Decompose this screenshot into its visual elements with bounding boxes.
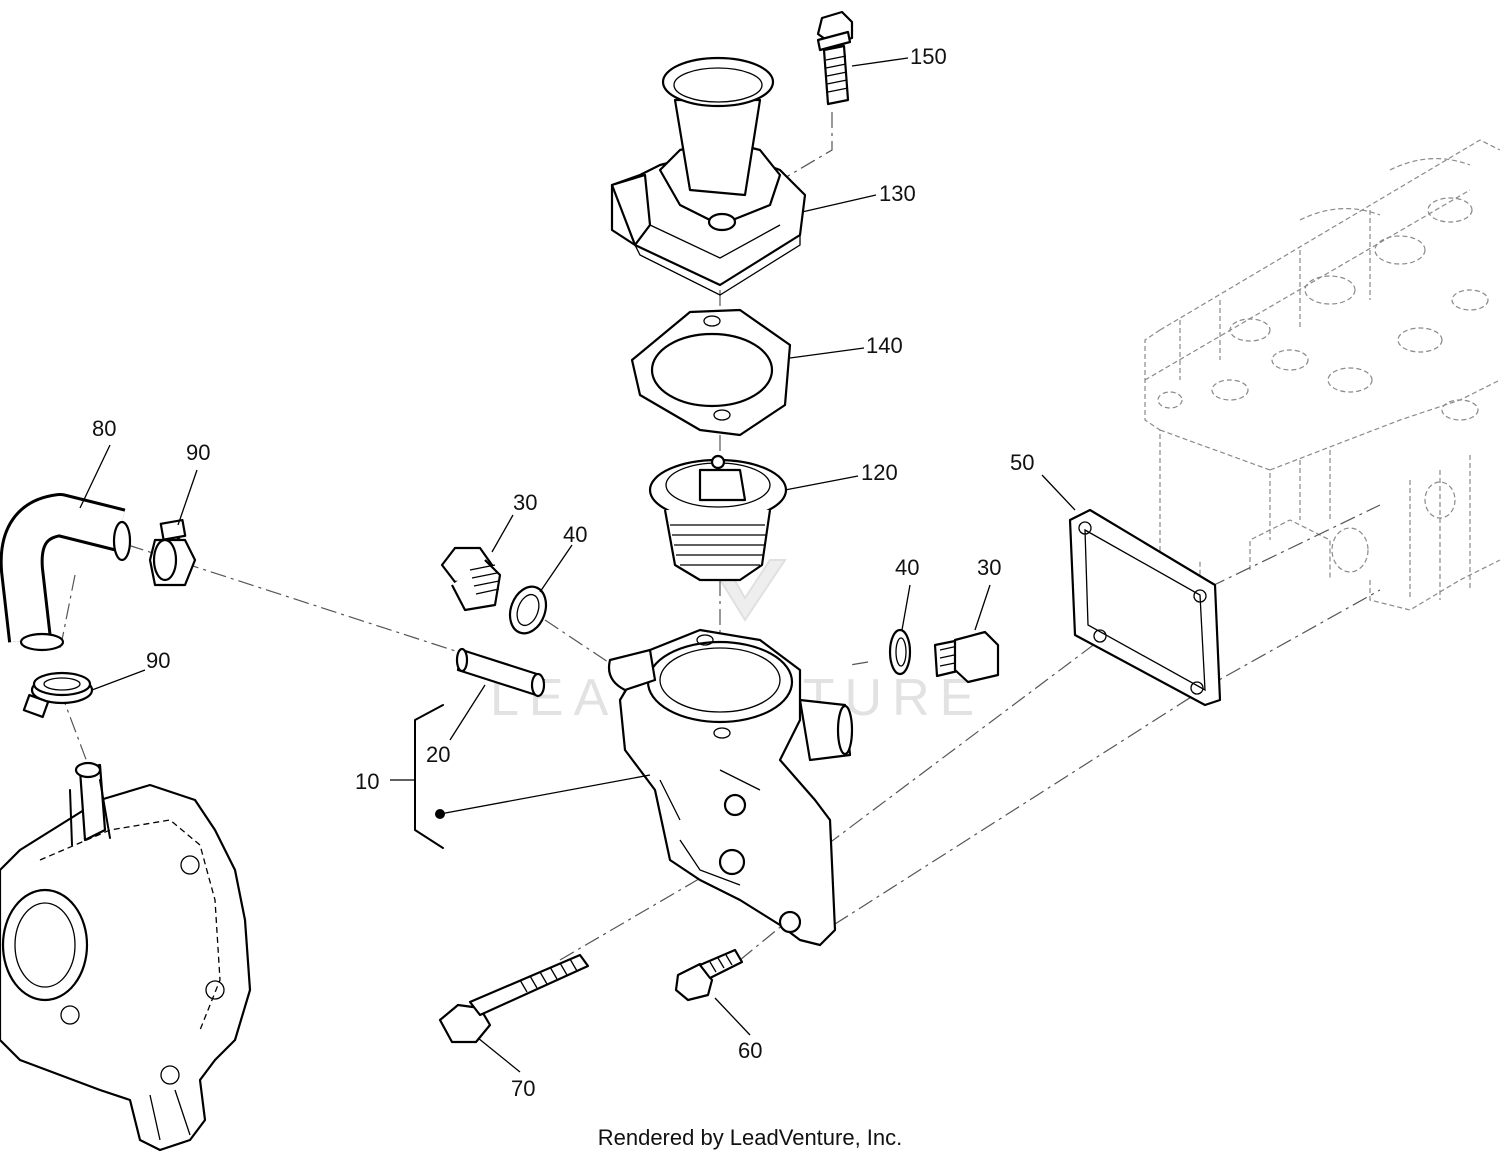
callout-130: 130 [879,181,916,206]
callout-30-right: 30 [977,555,1001,580]
callout-90-upper: 90 [186,440,210,465]
thermostat-part-120 [648,454,788,582]
washer-left-part-40 [508,585,548,635]
plug-right-part-30 [933,630,1000,684]
hose-clamp-upper-part-90 [148,518,197,587]
render-credit: Rendered by LeadVenture, Inc. [598,1125,903,1150]
washer-right-part-40 [888,628,912,676]
callout-50: 50 [1010,450,1034,475]
callout-30-left: 30 [513,490,537,515]
callout-140: 140 [866,333,903,358]
callout-40-left: 40 [563,522,587,547]
callout-40-right: 40 [895,555,919,580]
thermostat-housing-part-10 [607,628,854,947]
hose-part-80 [0,493,132,652]
leader-lines [79,57,1076,1073]
callout-10: 10 [355,769,379,794]
bolt-part-150 [816,10,854,106]
gasket-part-140 [630,308,792,437]
thermostat-cover-part-130 [610,56,807,296]
hose-clamp-lower-part-90 [22,671,94,719]
callout-120: 120 [861,460,898,485]
engine-block-outline [1144,139,1500,611]
callout-60: 60 [738,1038,762,1063]
callout-labels: 150 130 140 120 50 30 40 80 90 90 20 10 … [92,44,1034,1101]
assembly-bracket-part-10 [390,704,651,849]
bolt-part-70 [438,953,590,1044]
callout-90-lower: 90 [146,648,170,673]
pipe-part-20 [455,647,546,698]
callout-70: 70 [511,1076,535,1101]
plug-left-part-30 [440,546,502,612]
bolt-part-60 [674,948,744,1002]
callout-80: 80 [92,416,116,441]
callout-20: 20 [426,742,450,767]
callout-150: 150 [910,44,947,69]
water-pump-housing [0,761,252,1152]
gasket-part-50 [1068,508,1222,707]
